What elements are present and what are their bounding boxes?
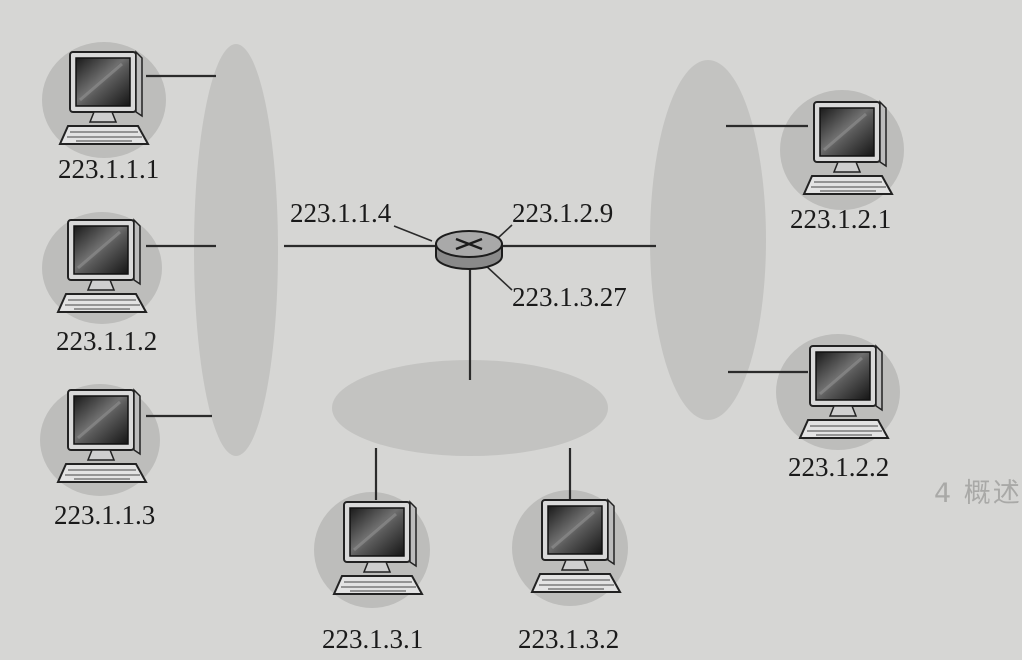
host-label-h2: 223.1.1.2 — [56, 326, 158, 356]
computer-icon-h3 — [56, 388, 148, 484]
subnet-3-cloud — [332, 360, 608, 456]
host-label-h7: 223.1.3.2 — [518, 624, 620, 654]
host-label-h3: 223.1.1.3 — [54, 500, 156, 530]
computer-icon-h7 — [530, 498, 622, 594]
subnet-2-cloud — [650, 60, 766, 420]
router-interface-label-1: 223.1.1.4 — [290, 198, 392, 228]
computer-icon-h1 — [58, 50, 150, 146]
router-interface-label-3: 223.1.3.27 — [512, 282, 627, 312]
host-label-h4: 223.1.2.1 — [790, 204, 892, 234]
background-heading: 4 概述 — [934, 478, 1022, 509]
computer-icon-h2 — [56, 218, 148, 314]
host-label-h5: 223.1.2.2 — [788, 452, 890, 482]
computer-icon-h4 — [802, 100, 894, 196]
computer-icon-h6 — [332, 500, 424, 596]
host-label-h6: 223.1.3.1 — [322, 624, 424, 654]
computer-icon-h5 — [798, 344, 890, 440]
router-interface-label-2: 223.1.2.9 — [512, 198, 614, 228]
links — [146, 74, 808, 500]
host-label-h1: 223.1.1.1 — [58, 154, 160, 184]
subnet-1-cloud — [194, 44, 278, 456]
router-icon — [435, 230, 503, 270]
